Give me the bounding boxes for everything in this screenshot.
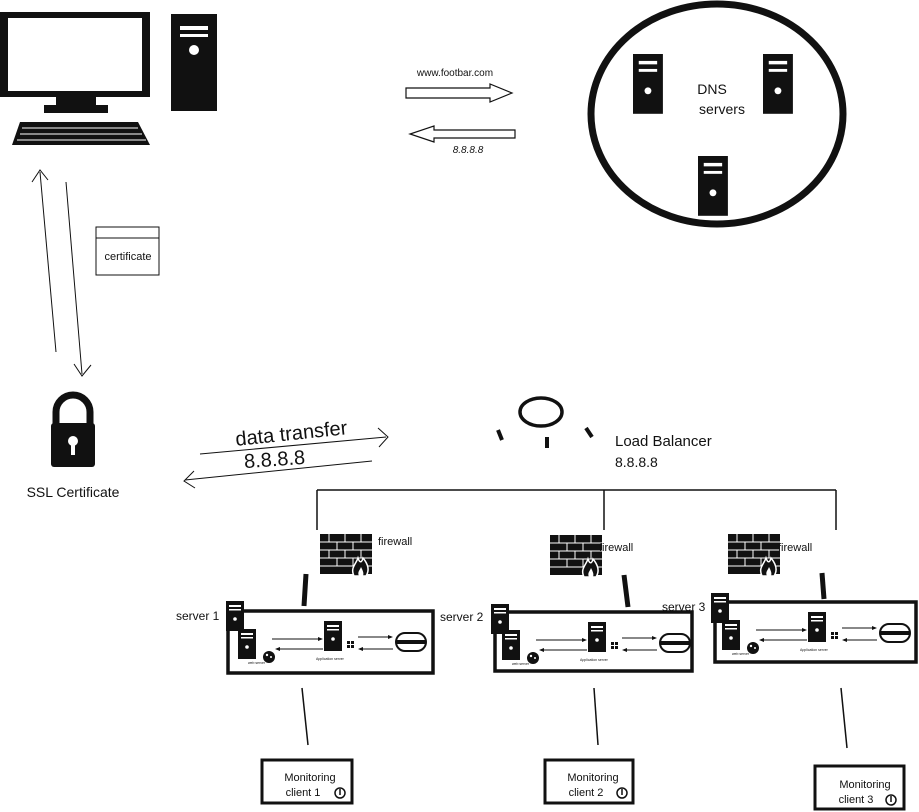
firewall-icon [549,534,603,578]
dns-request-label: www.footbar.com [416,68,493,79]
dns-request-arrow [405,83,514,103]
server-icon [711,593,729,623]
server-label: server 2 [440,610,484,624]
svg-text:DATABASE: DATABASE [664,642,683,646]
firewall-label: firewall [599,542,633,554]
branch-1: firewall server 1 Monitoring client 1 [176,533,435,805]
server-icon [226,601,244,631]
server-label: server 1 [176,609,220,623]
transfer-out-arrow [199,436,387,455]
power-icon [616,787,628,799]
svg-text:Application server: Application server [316,657,345,661]
ssl-certificate-label: SSL Certificate [27,484,120,500]
branch-3: firewall server 3 Monitoring client 3 [662,533,918,811]
monitoring-line2: client 3 [839,794,874,806]
certificate-card [95,226,160,276]
monitoring-client [260,758,354,805]
dns-server-icon [633,54,663,114]
svg-text:web server: web server [512,662,530,666]
firewall-icon [319,533,373,577]
monitoring-line1: Monitoring [284,772,335,784]
certificate-label: certificate [104,251,151,263]
monitoring-line2: client 2 [569,787,604,799]
server-icon [491,604,509,634]
svg-text:DATABASE: DATABASE [884,632,903,636]
svg-text:DATABASE: DATABASE [400,641,419,645]
svg-text:web server: web server [732,652,750,656]
power-icon [885,794,897,806]
load-balancer-icon [496,396,594,448]
monitoring-line1: Monitoring [839,779,890,791]
firewall-icon [727,533,781,577]
transfer-in-arrow [184,460,373,481]
branch-2: firewall server 2 Monitoring client 2 [440,534,694,805]
desktop-tower-icon [171,14,217,111]
monitoring-client [543,758,635,805]
monitoring-line1: Monitoring [567,772,618,784]
svg-text:Application server: Application server [800,648,829,652]
dns-cluster [587,0,847,228]
power-icon [334,787,346,799]
certificate-exchange-arrows [31,169,92,377]
dns-server-icon [763,54,793,114]
lock-icon [51,391,95,467]
load-balancer-ip: 8.8.8.8 [615,454,658,470]
monitoring-line2: client 1 [286,787,321,799]
computer-icon [0,12,150,145]
dns-title-line2: servers [699,101,745,117]
svg-text:web server: web server [248,661,266,665]
data-transfer-ip: 8.8.8.8 [243,447,306,473]
dns-response-label: 8.8.8.8 [453,145,484,156]
load-balancer-title: Load Balancer [615,433,712,450]
dns-response-arrow [408,125,516,143]
svg-text:Application server: Application server [580,658,609,662]
dns-title-line1: DNS [697,81,727,97]
stack-labels: web server Application server DATABASE w… [248,632,903,666]
firewall-label: firewall [778,542,812,554]
distribution-bus [316,489,837,530]
firewall-label: firewall [378,536,412,548]
dns-server-icon [698,156,728,216]
monitoring-client [813,764,906,811]
server-label: server 3 [662,600,706,614]
